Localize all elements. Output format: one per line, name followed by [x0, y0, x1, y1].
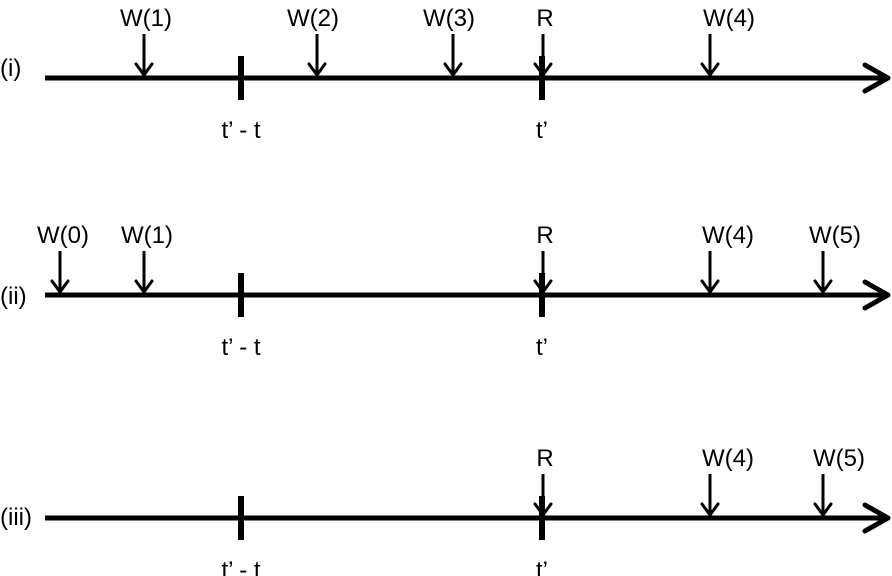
tick-now-label: t’ — [536, 117, 548, 144]
event-r: R — [533, 222, 554, 294]
event-label: W(4) — [702, 222, 754, 249]
event-w4: W(4) — [700, 445, 754, 517]
axis-arrowhead-icon — [862, 502, 891, 534]
event-w0: W(0) — [37, 222, 89, 294]
event-label: W(5) — [809, 222, 861, 249]
event-label: R — [536, 445, 553, 472]
down-arrow-icon — [533, 62, 553, 77]
tick-window-start-label: t’ - t — [221, 557, 260, 576]
timeline-label: (ii) — [0, 283, 27, 310]
event-label: W(4) — [702, 445, 754, 472]
down-arrow-icon — [813, 502, 833, 517]
down-arrow-icon — [50, 279, 70, 294]
down-arrow-icon — [134, 62, 154, 77]
down-arrow-icon — [813, 279, 833, 294]
down-arrow-icon — [533, 502, 553, 517]
timeline-label: (i) — [0, 55, 21, 82]
axis-arrowhead-icon — [862, 279, 891, 311]
down-arrow-icon — [443, 62, 463, 77]
timeline-3: (iii) t’ - t t’ R W(4) W(5) — [0, 445, 891, 576]
event-label: W(1) — [120, 5, 172, 32]
event-w1: W(1) — [121, 222, 173, 294]
down-arrow-icon — [533, 279, 553, 294]
axis-arrowhead-icon — [862, 62, 891, 94]
event-r: R — [533, 445, 554, 517]
down-arrow-icon — [307, 62, 327, 77]
down-arrow-icon — [700, 279, 720, 294]
event-label: W(5) — [813, 445, 865, 472]
event-w5: W(5) — [813, 445, 865, 517]
event-r: R — [533, 5, 554, 77]
event-w4: W(4) — [700, 5, 755, 77]
event-w4: W(4) — [700, 222, 754, 294]
timeline-1: (i) t’ - t t’ W(1) W(2) W(3) R W(4) — [0, 5, 891, 144]
event-w3: W(3) — [423, 5, 475, 77]
timeline-2: (ii) t’ - t t’ W(0) W(1) R W(4) W(5) — [0, 222, 891, 361]
tick-window-start-label: t’ - t — [221, 334, 260, 361]
event-label: W(2) — [287, 5, 339, 32]
tick-now-label: t’ — [536, 334, 548, 361]
event-label: W(0) — [37, 222, 89, 249]
event-label: R — [536, 5, 553, 32]
down-arrow-icon — [134, 279, 154, 294]
event-w5: W(5) — [809, 222, 861, 294]
timeline-label: (iii) — [0, 504, 32, 531]
event-label: W(1) — [121, 222, 173, 249]
event-w1: W(1) — [120, 5, 172, 77]
event-label: W(4) — [703, 5, 755, 32]
tick-now-label: t’ — [536, 557, 548, 576]
event-w2: W(2) — [287, 5, 339, 77]
tick-window-start-label: t’ - t — [221, 117, 260, 144]
down-arrow-icon — [700, 502, 720, 517]
event-label: R — [536, 222, 553, 249]
down-arrow-icon — [700, 62, 720, 77]
event-label: W(3) — [423, 5, 475, 32]
